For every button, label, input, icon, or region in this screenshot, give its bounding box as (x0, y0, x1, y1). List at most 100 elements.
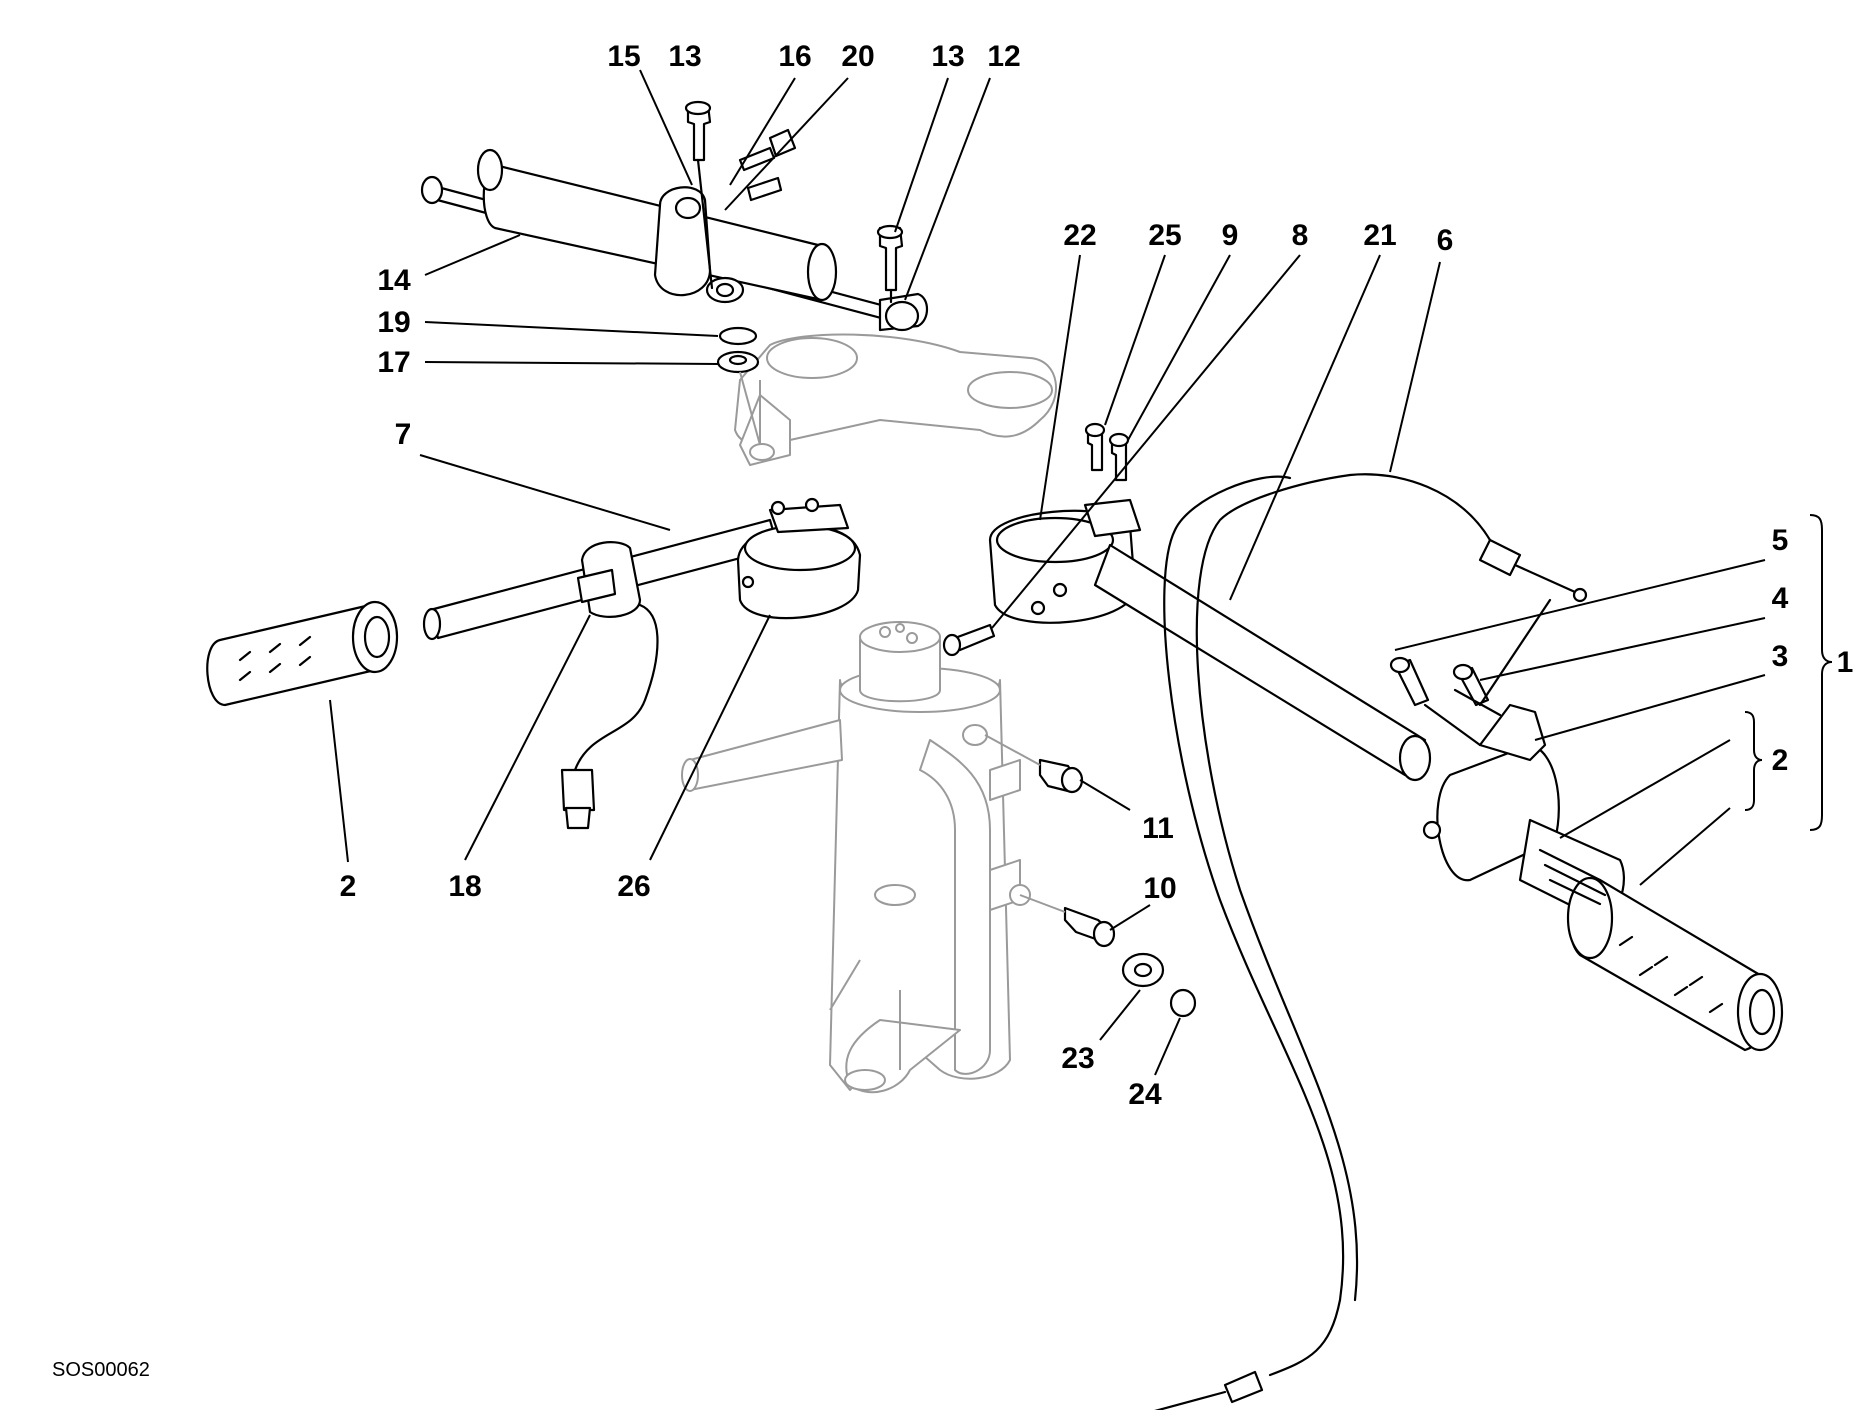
kill-switch-connector (560, 768, 596, 812)
bolt-8-head (942, 633, 962, 657)
callout-2-left: 2 (340, 870, 357, 903)
throttle-tube-ribs (1538, 848, 1607, 906)
damper-body-end (806, 242, 838, 302)
throttle-cable-line-outer (1195, 473, 1359, 1302)
frame-bracket (989, 759, 1021, 801)
washer-17-hole (728, 354, 748, 366)
damper-washers (716, 326, 761, 446)
frame-rib-1 (829, 959, 861, 1011)
circlip-24 (1169, 988, 1197, 1018)
washer-guide (739, 371, 761, 446)
callout-13-left: 13 (668, 40, 701, 73)
right-fork-clamp-bore (995, 516, 1115, 564)
cable-inner-top (1513, 563, 1577, 594)
callout-26: 26 (617, 870, 650, 903)
washer-23-hole (1133, 962, 1153, 978)
callout-1: 1 (1837, 646, 1854, 679)
left-handlebar-group (206, 497, 862, 830)
callout-12: 12 (987, 40, 1020, 73)
right-grip-pattern (1618, 935, 1724, 1014)
callout-11: 11 (1142, 812, 1174, 845)
left-clipon-end (422, 607, 442, 641)
screw-9-head (1108, 432, 1130, 448)
callout-19: 19 (377, 306, 410, 339)
drawing-code: SOS00062 (52, 1359, 150, 1381)
frame-tube-end (844, 1069, 886, 1091)
right-grip-flange (1566, 876, 1614, 960)
right-clipon-end (1398, 734, 1432, 782)
damper-cap (476, 148, 504, 192)
yoke-lug-hole (749, 443, 775, 461)
throttle-cable (1154, 473, 1588, 1410)
left-grip-bore (363, 615, 391, 659)
callout-7: 7 (395, 418, 412, 451)
bracket-2 (1744, 711, 1763, 811)
right-handlebar-group (942, 422, 1432, 1018)
left-clamp-screw-2 (804, 497, 820, 513)
frame-tab (874, 884, 916, 906)
callout-labels: 15 13 16 20 13 12 14 19 17 22 25 9 8 21 … (340, 40, 1854, 1111)
throttle-housing-cap (1478, 703, 1547, 762)
kill-switch-wire (573, 603, 659, 772)
right-fork-clamp-top (1083, 498, 1142, 538)
throttle-assembly (1389, 598, 1784, 1052)
callout-18: 18 (448, 870, 481, 903)
kill-switch-connector-plug (564, 806, 592, 830)
screw-25-head (1084, 422, 1106, 438)
left-clamp-screw-1 (770, 500, 786, 516)
stem-hole-3 (895, 623, 905, 633)
callout-15: 15 (607, 40, 640, 73)
right-clamp-screw-1 (1030, 600, 1046, 616)
frame-background (681, 333, 1057, 1094)
callout-17: 17 (377, 346, 410, 379)
cable-adjuster-bottom (1223, 1370, 1264, 1404)
cable-6-line (1348, 473, 1492, 542)
callout-24: 24 (1128, 1078, 1162, 1111)
callout-25: 25 (1148, 219, 1181, 252)
callout-21: 21 (1363, 219, 1396, 252)
frame-tube (919, 739, 991, 1075)
right-clamp-screw-2 (1052, 582, 1068, 598)
callout-8: 8 (1292, 219, 1309, 252)
screw-guide-lines (1423, 598, 1552, 747)
callout-13-right: 13 (931, 40, 964, 73)
callout-20: 20 (841, 40, 874, 73)
frame-spar-end (681, 758, 699, 792)
screw-4-head (1452, 663, 1474, 681)
left-clamp-screw-3 (741, 575, 755, 589)
right-grip-bore (1748, 988, 1776, 1036)
callout-6: 6 (1437, 224, 1454, 257)
steering-damper (420, 148, 929, 332)
bolt-13-left-head (684, 100, 712, 116)
stem-hole-1 (879, 626, 891, 638)
bolt-13-right-head (876, 224, 904, 240)
kill-switch-button (576, 568, 617, 604)
damper-pivot-hole (715, 282, 735, 298)
callout-2-right: 2 (1772, 744, 1789, 777)
left-grip-pattern (238, 635, 312, 682)
bracket-1 (1809, 514, 1833, 831)
callout-5: 5 (1772, 524, 1789, 557)
bolt-11-guide (984, 734, 1041, 766)
throttle-housing-screw (1422, 820, 1442, 840)
bolt-13-left-guide (696, 158, 714, 290)
callout-16: 16 (778, 40, 811, 73)
grub-screw-20 (746, 176, 783, 202)
bolt-10-guide (1019, 894, 1066, 913)
callout-9: 9 (1222, 219, 1239, 252)
left-fork-clamp-bore (743, 524, 857, 572)
bolt-11-head (1060, 766, 1084, 794)
bolt-16-head (768, 128, 797, 158)
leader-lines (329, 69, 1833, 1076)
damper-clamp-hole (674, 196, 702, 220)
callout-23: 23 (1061, 1042, 1094, 1075)
rod-eye-face (884, 300, 920, 332)
damper-fasteners (684, 100, 904, 304)
cable-inner-bottom (1154, 1390, 1227, 1410)
callout-4: 4 (1772, 582, 1789, 615)
callout-22: 22 (1063, 219, 1096, 252)
circlip-19 (718, 326, 758, 346)
callout-10: 10 (1143, 872, 1176, 905)
right-clipon-bar (1093, 543, 1427, 777)
